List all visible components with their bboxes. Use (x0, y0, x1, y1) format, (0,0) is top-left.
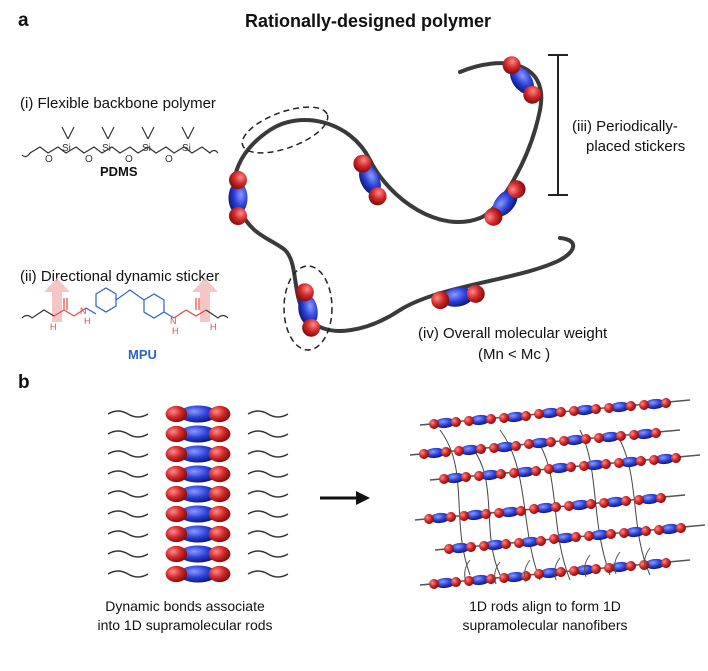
pdms-label: PDMS (100, 164, 138, 179)
stacked-rods (108, 405, 288, 582)
nanofiber-bundle (410, 397, 705, 590)
label-directional-sticker: (ii) Directional dynamic sticker (20, 268, 220, 285)
caption-right-1: 1D rods align to form 1D (469, 598, 621, 614)
svg-text:N: N (80, 306, 87, 316)
pdms-structure (21, 126, 219, 158)
label-molecular-weight-2: (Mn < Mc ) (478, 346, 551, 363)
svg-text:Si: Si (102, 143, 111, 154)
sticker-3 (480, 176, 530, 230)
svg-text:H: H (172, 326, 179, 336)
label-periodic-stickers-1: (iii) Periodically- (572, 118, 678, 135)
label-periodic-stickers-2: placed stickers (586, 138, 686, 155)
transition-arrow (320, 491, 370, 505)
svg-text:O: O (125, 154, 133, 165)
svg-text:O: O (45, 154, 53, 165)
svg-text:N: N (170, 316, 177, 326)
label-flexible-backbone: (i) Flexible backbone polymer (20, 95, 216, 112)
sticker-4 (228, 171, 248, 225)
highlight-sticker (283, 265, 333, 351)
polymer-backbone (232, 61, 576, 333)
caption-left-1: Dynamic bonds associate (105, 598, 265, 614)
svg-text:O: O (85, 154, 93, 165)
svg-text:Si: Si (142, 143, 151, 154)
svg-text:H: H (210, 322, 217, 332)
mpu-label: MPU (128, 347, 157, 362)
svg-text:Si: Si (182, 143, 191, 154)
panel-b-label: b (18, 372, 30, 393)
highlight-backbone (241, 106, 329, 154)
svg-text:H: H (84, 316, 91, 326)
svg-text:H: H (50, 322, 57, 332)
pdms-atoms: Si Si Si Si O O O O (45, 143, 191, 165)
svg-text:Si: Si (62, 143, 71, 154)
caption-right-2: supramolecular nanofibers (462, 617, 628, 633)
caption-left-2: into 1D supramolecular rods (97, 617, 273, 633)
label-molecular-weight-1: (iv) Overall molecular weight (418, 325, 608, 342)
panel-a-label: a (18, 10, 29, 31)
panel-a-title: Rationally-designed polymer (245, 11, 492, 31)
svg-text:O: O (165, 154, 173, 165)
periodic-bracket (548, 54, 568, 196)
sticker-5 (293, 281, 323, 339)
